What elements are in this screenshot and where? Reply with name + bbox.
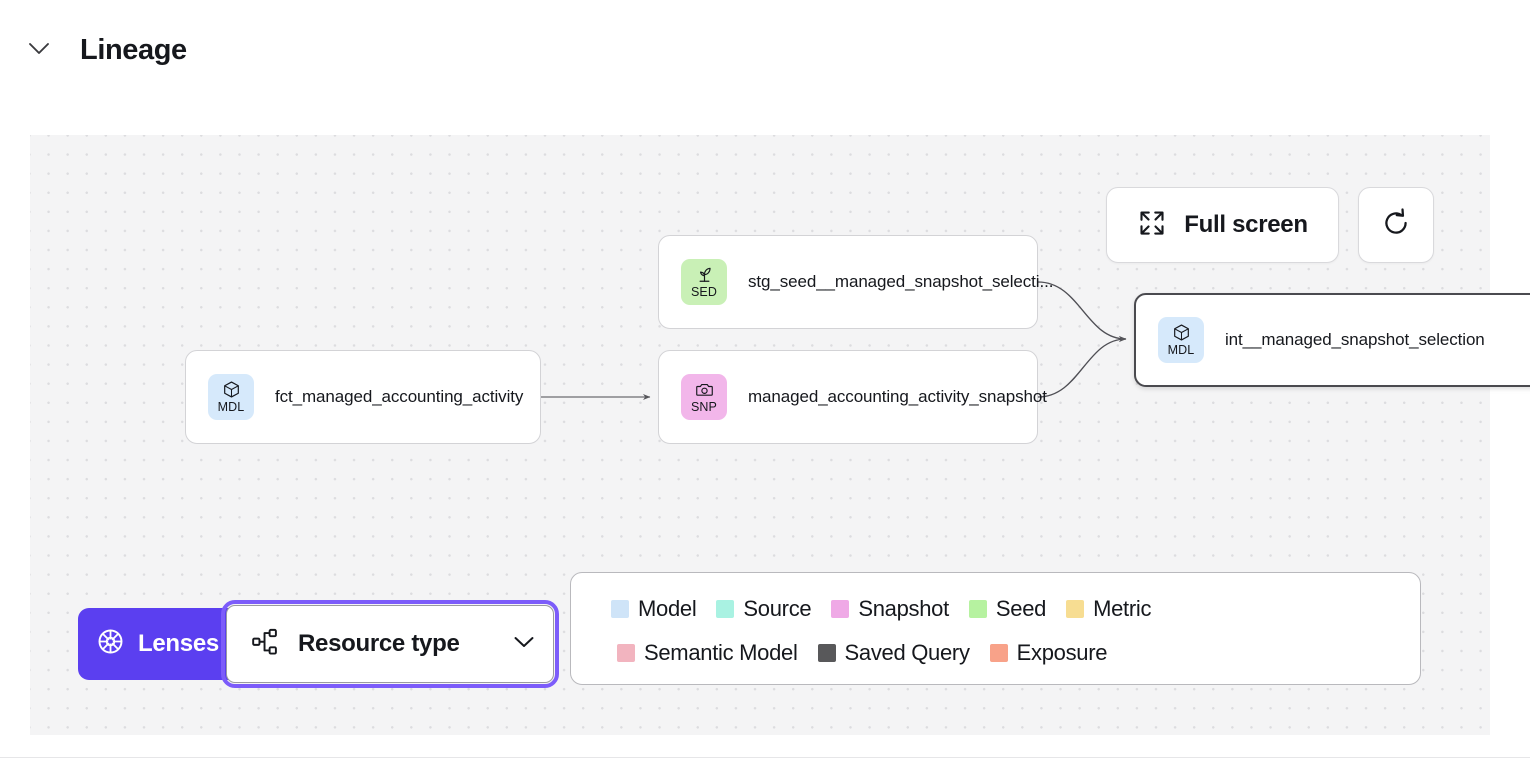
- chevron-down-icon: [513, 635, 535, 654]
- legend-item-metric: Metric: [1066, 596, 1151, 622]
- legend-item-semantic-model: Semantic Model: [617, 640, 798, 666]
- legend-item-saved-query: Saved Query: [817, 640, 970, 666]
- lineage-canvas[interactable]: MDL fct_managed_accounting_activity SED …: [30, 135, 1530, 735]
- edge-snapshot-to-int: [1037, 336, 1127, 398]
- legend-row-1: Model Source Snapshot Seed Metric: [571, 587, 1420, 631]
- node-badge-snapshot: SNP: [681, 374, 727, 420]
- chevron-down-icon[interactable]: [26, 36, 52, 62]
- node-badge-code: SNP: [690, 400, 717, 414]
- legend: Model Source Snapshot Seed Metric S: [570, 572, 1421, 685]
- hierarchy-icon: [251, 627, 280, 661]
- lineage-section-header: Lineage: [0, 0, 1530, 100]
- refresh-icon: [1380, 207, 1412, 244]
- legend-swatch-source: [716, 600, 735, 618]
- legend-swatch-semantic-model: [617, 644, 635, 662]
- node-badge-code: MDL: [1167, 343, 1195, 357]
- legend-swatch-saved-query: [817, 644, 836, 662]
- legend-item-model: Model: [611, 596, 697, 622]
- fullscreen-button[interactable]: Full screen: [1106, 187, 1339, 263]
- node-badge-code: MDL: [217, 400, 245, 414]
- legend-item-seed: Seed: [968, 596, 1047, 622]
- expand-arrows-icon: [1137, 208, 1167, 243]
- graph-node-fct-managed-accounting-activity[interactable]: MDL fct_managed_accounting_activity: [185, 350, 541, 444]
- graph-node-stg-seed-managed-snapshot-selection[interactable]: SED stg_seed__managed_snapshot_selecti..…: [658, 235, 1053, 329]
- node-label: fct_managed_accounting_activity: [275, 387, 524, 406]
- lenses-label: Lenses: [138, 630, 219, 657]
- node-badge-code: SED: [690, 285, 717, 299]
- node-label: int__managed_snapshot_selection: [1225, 330, 1485, 349]
- legend-swatch-model: [611, 600, 629, 618]
- legend-label: Source: [743, 596, 812, 621]
- legend-label: Model: [638, 596, 697, 621]
- legend-label: Semantic Model: [644, 640, 798, 665]
- refresh-button[interactable]: [1358, 187, 1434, 263]
- resource-type-label: Resource type: [298, 630, 460, 657]
- camera-icon: [695, 380, 714, 399]
- legend-label: Snapshot: [858, 596, 949, 621]
- legend-swatch-snapshot: [831, 600, 850, 618]
- node-label: managed_accounting_activity_snapshot: [748, 387, 1047, 406]
- node-label: stg_seed__managed_snapshot_selecti...: [748, 272, 1054, 291]
- legend-row-2: Semantic Model Saved Query Exposure: [571, 631, 1420, 675]
- legend-item-snapshot: Snapshot: [831, 596, 949, 622]
- sprout-icon: [695, 265, 714, 284]
- node-badge-model: MDL: [1158, 317, 1204, 363]
- graph-node-managed-accounting-activity-snapshot[interactable]: SNP managed_accounting_activity_snapshot: [658, 350, 1047, 444]
- graph-node-int-managed-snapshot-selection[interactable]: MDL int__managed_snapshot_selection: [1134, 293, 1530, 387]
- legend-item-source: Source: [716, 596, 812, 622]
- fullscreen-label: Full screen: [1184, 211, 1308, 238]
- legend-label: Seed: [995, 596, 1047, 621]
- legend-swatch-metric: [1066, 600, 1085, 618]
- bottom-divider: [0, 757, 1530, 758]
- resource-type-dropdown[interactable]: Resource type: [221, 600, 559, 688]
- node-badge-model: MDL: [208, 374, 254, 420]
- cube-icon: [1172, 323, 1191, 342]
- legend-label: Saved Query: [844, 640, 970, 665]
- node-badge-seed: SED: [681, 259, 727, 305]
- aperture-icon: [96, 627, 125, 661]
- legend-swatch-exposure: [989, 644, 1008, 662]
- legend-item-exposure: Exposure: [989, 640, 1108, 666]
- legend-swatch-seed: [968, 600, 987, 618]
- page-title: Lineage: [80, 34, 187, 66]
- lenses-button[interactable]: Lenses: [78, 608, 239, 680]
- legend-label: Metric: [1093, 596, 1152, 621]
- cube-icon: [222, 380, 241, 399]
- legend-label: Exposure: [1016, 640, 1108, 665]
